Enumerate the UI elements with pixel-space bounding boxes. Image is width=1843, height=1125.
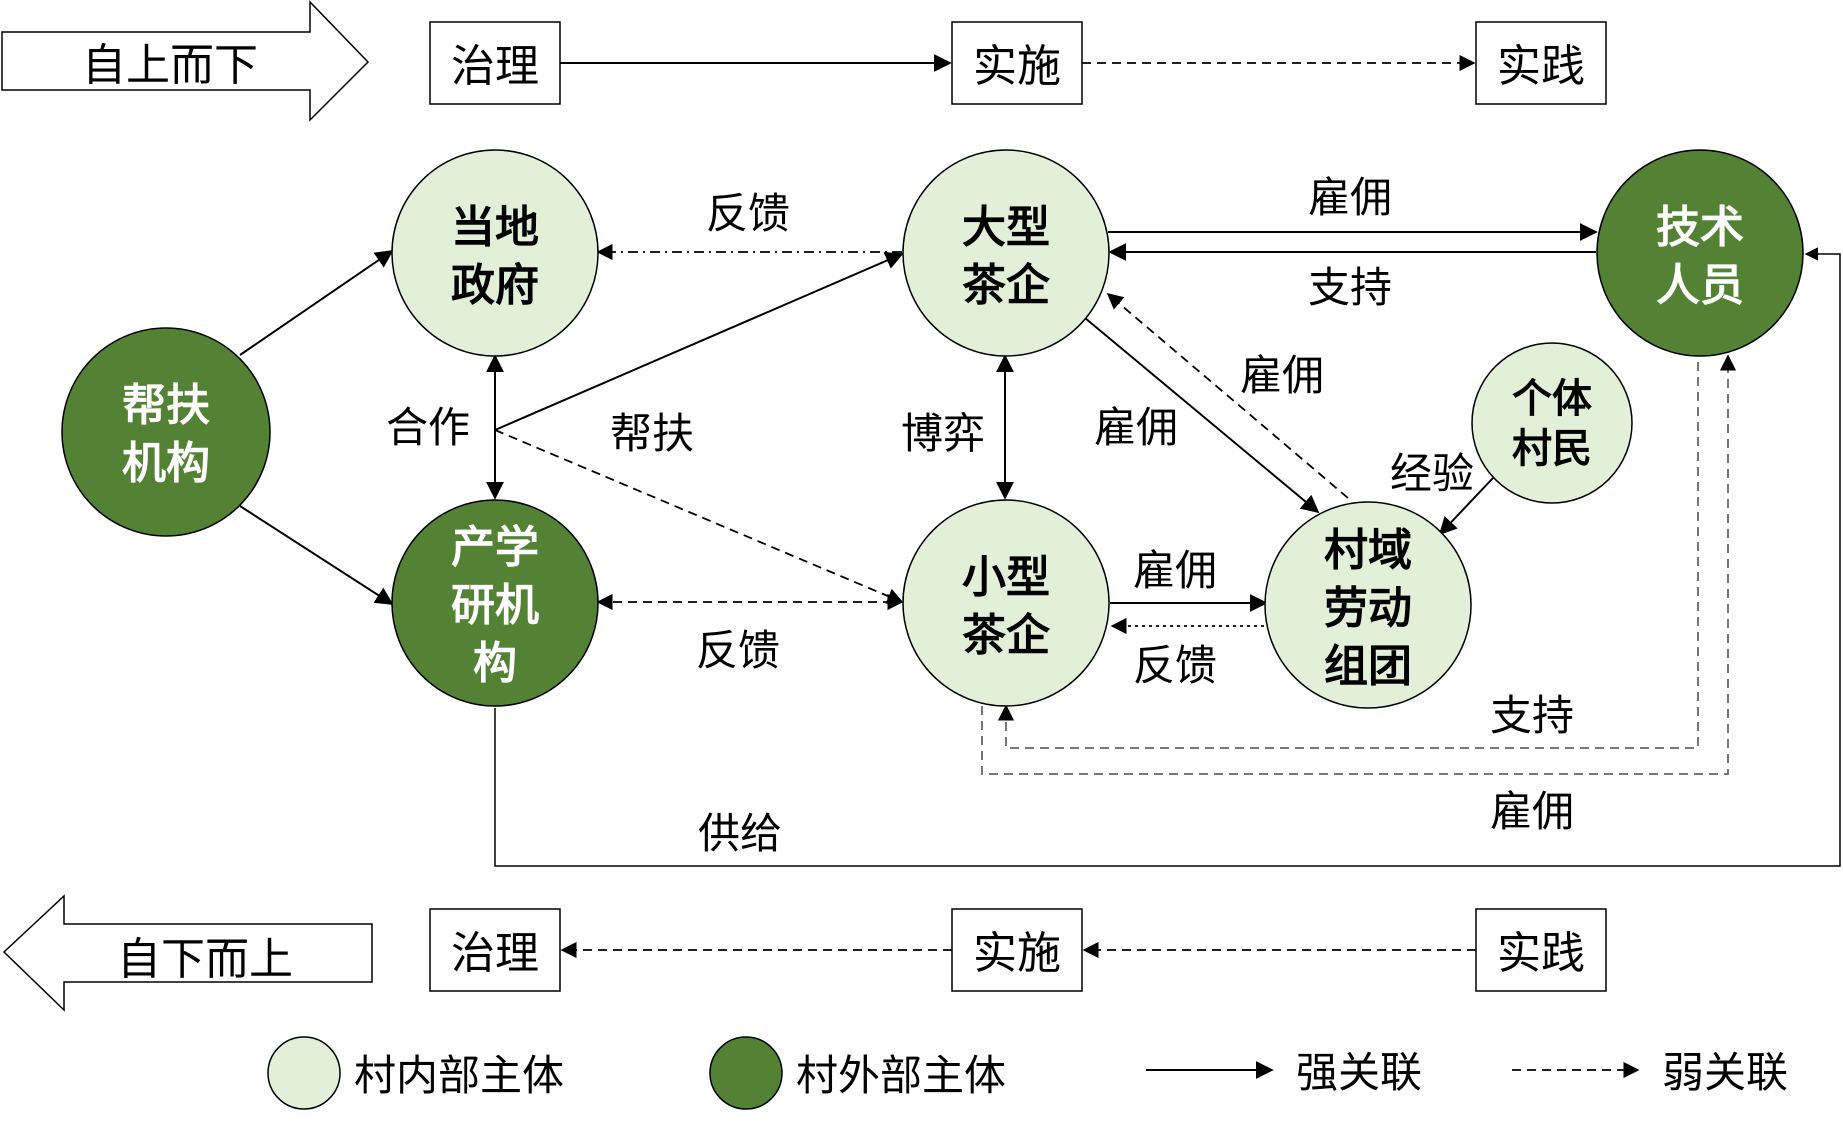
bottom-box-implementation: 实施 (951, 908, 1083, 992)
node-local-government: 当地 政府 (391, 149, 599, 357)
bottom-direction-arrow: 自下而上 (2, 894, 373, 1012)
label-supply: 供给 (698, 809, 782, 858)
label-hire-big-tech: 雇佣 (1308, 173, 1392, 222)
node-technical-staff: 技术 人员 (1596, 149, 1804, 357)
node-tech-label-1: 技术 (1656, 202, 1744, 253)
legend-weak-label: 弱关联 (1662, 1048, 1788, 1097)
edge-villager-labor (1438, 477, 1494, 536)
node-aid-label-2: 机构 (122, 438, 210, 489)
label-game: 博弈 (901, 409, 985, 458)
label-feedback-labor-small: 反馈 (1133, 641, 1217, 690)
top-box-practice: 实践 (1475, 21, 1607, 105)
edge-aid-gov (239, 249, 394, 356)
node-research-label-3: 构 (473, 638, 517, 689)
node-gov-label-1: 当地 (451, 202, 539, 253)
node-villager-label-2: 村民 (1512, 426, 1592, 472)
label-cooperation: 合作 (386, 403, 470, 452)
node-labor-label-2: 劳动 (1324, 583, 1412, 634)
label-hire-small-tech: 雇佣 (1490, 787, 1574, 836)
top-box-implementation-label: 实施 (973, 41, 1061, 92)
top-box-governance-label: 治理 (451, 41, 539, 92)
edge-aid-research (239, 505, 394, 605)
label-experience: 经验 (1390, 449, 1474, 498)
node-big-label-1: 大型 (962, 202, 1050, 253)
node-village-labor-group: 村域 劳动 组团 (1264, 501, 1472, 709)
label-help: 帮扶 (610, 409, 694, 458)
node-individual-villager: 个体 村民 (1471, 342, 1633, 504)
node-small-label-1: 小型 (962, 552, 1050, 603)
bottom-direction-label: 自下而上 (117, 934, 293, 985)
edge-research-tech-supply (494, 247, 1841, 867)
top-direction-label: 自上而下 (82, 40, 258, 91)
label-feedback-research-small: 反馈 (696, 626, 780, 675)
node-aid-label-1: 帮扶 (122, 380, 210, 431)
node-research-institution: 产学 研机 构 (391, 499, 599, 707)
label-support-tech-big: 支持 (1308, 263, 1392, 312)
node-tech-label-2: 人员 (1656, 260, 1744, 311)
label-support-tech-small: 支持 (1490, 691, 1574, 740)
node-big-label-2: 茶企 (962, 260, 1051, 311)
legend-inner-label: 村内部主体 (354, 1051, 564, 1100)
legend: 村内部主体 村外部主体 强关联 弱关联 (267, 1036, 1788, 1110)
legend-strong-label: 强关联 (1296, 1048, 1422, 1097)
bottom-box-governance-label: 治理 (451, 928, 539, 979)
top-direction-arrow: 自上而下 (1, 0, 370, 122)
legend-outer-swatch (709, 1036, 783, 1110)
node-aid-agency: 帮扶 机构 (61, 327, 271, 537)
edge-hub-big (494, 252, 904, 431)
top-box-implementation: 实施 (951, 21, 1083, 105)
bottom-box-governance: 治理 (429, 908, 561, 992)
node-small-label-2: 茶企 (962, 610, 1051, 661)
node-labor-label-1: 村域 (1324, 525, 1412, 576)
node-small-tea-enterprise: 小型 茶企 (902, 499, 1110, 707)
label-hire-labor-big: 雇佣 (1240, 351, 1324, 400)
top-box-governance: 治理 (429, 21, 561, 105)
edge-big-labor-hire (1084, 317, 1320, 514)
node-villager-label-1: 个体 (1512, 376, 1592, 422)
edge-small-tech-hire (981, 354, 1737, 775)
edge-tech-small-support (997, 362, 1699, 749)
node-research-label-2: 研机 (451, 580, 539, 631)
legend-inner-swatch (267, 1036, 341, 1110)
label-hire-big-labor: 雇佣 (1094, 403, 1178, 452)
label-gov-big-feedback: 反馈 (706, 189, 790, 238)
bottom-box-practice-label: 实践 (1497, 928, 1585, 979)
legend-outer-label: 村外部主体 (796, 1051, 1006, 1100)
node-large-tea-enterprise: 大型 茶企 (902, 149, 1110, 357)
bottom-box-implementation-label: 实施 (973, 928, 1061, 979)
node-gov-label-2: 政府 (451, 260, 539, 311)
top-box-practice-label: 实践 (1497, 41, 1585, 92)
edge-labor-big-hire (1106, 292, 1349, 499)
label-hire-small-labor: 雇佣 (1133, 546, 1217, 595)
node-labor-label-3: 组团 (1324, 641, 1412, 692)
bottom-box-practice: 实践 (1475, 908, 1607, 992)
node-research-label-1: 产学 (451, 522, 539, 573)
edge-hub-small (494, 429, 904, 604)
